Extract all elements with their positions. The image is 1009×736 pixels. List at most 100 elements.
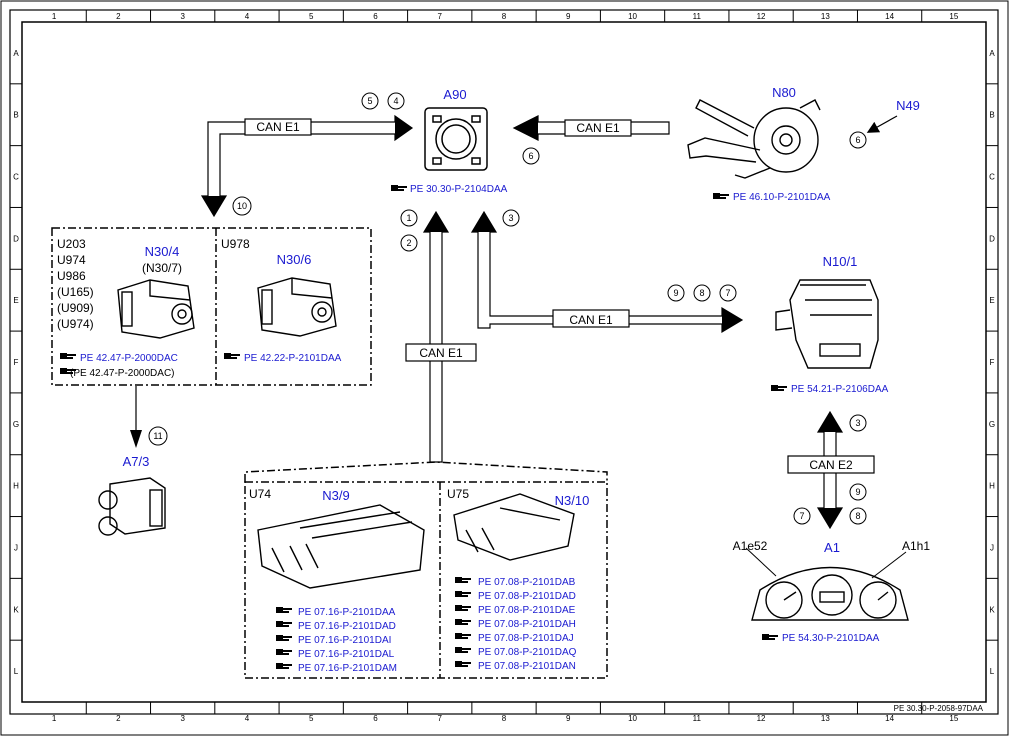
grid-col-bottom-10: 10 <box>628 714 637 723</box>
marker-11: 11 <box>148 426 168 446</box>
grid-col-top-6: 6 <box>373 12 378 21</box>
n3-10-module: U75 N3/10 PE 07.08-P-2101DAB PE 07.08-P-… <box>447 487 589 672</box>
grid-col-bottom-4: 4 <box>245 714 250 723</box>
n3-10-ref-6: PE 07.08-P-2101DAQ <box>478 647 577 658</box>
marker-9: 9 <box>667 284 685 302</box>
marker-6: 6 <box>522 147 540 165</box>
n3-9-variant: U74 <box>249 487 271 501</box>
a7-3-module: A7/3 <box>98 454 166 536</box>
marker-6b: 6 <box>849 131 867 149</box>
n49-label: N49 <box>896 98 920 113</box>
n3-10-variant: U75 <box>447 487 469 501</box>
n3-10-label: N3/10 <box>555 493 590 508</box>
svg-text:5: 5 <box>367 96 372 106</box>
marker-9b: 9 <box>849 483 867 501</box>
n3-9-module: U74 N3/9 PE 07.16-P-2101DAA PE 07.16-P-2… <box>249 487 425 674</box>
grid-col-top-15: 15 <box>949 12 958 21</box>
grid-ticks <box>10 10 998 714</box>
grid-row-left-D: D <box>13 234 19 243</box>
n3-9-label: N3/9 <box>322 488 349 503</box>
can-e1-label-right: CAN E1 <box>569 313 613 327</box>
n30-4-variant-4: (U165) <box>57 285 94 299</box>
n3-group-box <box>244 461 608 679</box>
svg-text:9: 9 <box>855 487 860 497</box>
n3-10-ref-3: PE 07.08-P-2101DAE <box>478 605 576 616</box>
n30-4-ref: PE 42.47-P-2000DAC <box>80 353 178 364</box>
can-e1-label-top-right: CAN E1 <box>576 121 620 135</box>
can-e1-label-center: CAN E1 <box>419 346 463 360</box>
svg-text:7: 7 <box>799 511 804 521</box>
grid-row-right-A: A <box>989 49 995 58</box>
grid-col-top-14: 14 <box>885 12 894 21</box>
n80-module: N80 PE 46.10-P-2101DAA <box>687 85 831 203</box>
grid-col-bottom-13: 13 <box>821 714 830 723</box>
grid-row-right-C: C <box>989 173 995 182</box>
a1h1-label: A1h1 <box>902 539 930 553</box>
n30-4-variant-1: U203 <box>57 237 86 251</box>
grid-col-top-10: 10 <box>628 12 637 21</box>
grid-col-bottom-3: 3 <box>180 714 185 723</box>
grid-col-bottom-8: 8 <box>502 714 507 723</box>
n3-9-ref-4: PE 07.16-P-2101DAL <box>298 649 395 660</box>
n30-7-label: (N30/7) <box>142 261 182 275</box>
svg-text:8: 8 <box>855 511 860 521</box>
n10-1-ref: PE 54.21-P-2106DAA <box>791 384 889 395</box>
grid-row-left-A: A <box>13 49 19 58</box>
n3-9-ref-1: PE 07.16-P-2101DAA <box>298 607 396 618</box>
marker-8: 8 <box>693 284 711 302</box>
grid-row-left-H: H <box>13 482 19 491</box>
grid-row-right-L: L <box>990 667 995 676</box>
n80-label: N80 <box>772 85 796 100</box>
grid-col-top-11: 11 <box>693 12 702 21</box>
svg-text:9: 9 <box>673 288 678 298</box>
grid-col-top-8: 8 <box>502 12 507 21</box>
svg-text:2: 2 <box>406 238 411 248</box>
n3-9-ref-2: PE 07.16-P-2101DAD <box>298 621 396 632</box>
n3-10-ref-2: PE 07.08-P-2101DAD <box>478 591 576 602</box>
grid-col-bottom-1: 1 <box>52 714 57 723</box>
grid-col-bottom-6: 6 <box>373 714 378 723</box>
grid-row-left-K: K <box>13 605 19 614</box>
can-e1-label-top-left: CAN E1 <box>256 120 300 134</box>
grid-col-top-12: 12 <box>757 12 766 21</box>
can-e1-link-n3-a90 <box>405 210 744 463</box>
can-e2-link-n10-a1 <box>787 410 875 530</box>
n30-6-ref: PE 42.22-P-2101DAA <box>244 353 342 364</box>
svg-text:6: 6 <box>528 151 533 161</box>
marker-3b: 3 <box>849 414 867 432</box>
grid-col-bottom-5: 5 <box>309 714 314 723</box>
link-n30-a7-3 <box>130 386 142 448</box>
n10-1-module: N10/1 PE 54.21-P-2106DAA <box>771 254 889 395</box>
n49-pointer <box>866 115 898 133</box>
grid-col-bottom-11: 11 <box>693 714 702 723</box>
marker-3: 3 <box>502 209 520 227</box>
grid-col-bottom-7: 7 <box>438 714 443 723</box>
svg-text:3: 3 <box>855 418 860 428</box>
grid-col-top-2: 2 <box>116 12 121 21</box>
svg-text:3: 3 <box>508 213 513 223</box>
a90-label: A90 <box>443 87 466 102</box>
grid-col-bottom-2: 2 <box>116 714 121 723</box>
n30-4-variant-3: U986 <box>57 269 86 283</box>
can-e1-link-n30-a90 <box>200 114 414 218</box>
document-id: PE 30.30-P-2058-97DAA <box>894 704 984 713</box>
grid-row-left-G: G <box>13 420 19 429</box>
n30-6-label: N30/6 <box>277 252 312 267</box>
n30-4-module: U203 U974 U986 (U165) (U909) (U974) N30/… <box>57 237 195 379</box>
svg-text:6: 6 <box>855 135 860 145</box>
grid-row-left-E: E <box>13 296 18 305</box>
a1-ref: PE 54.30-P-2101DAA <box>782 633 880 644</box>
marker-4: 4 <box>387 92 405 110</box>
marker-8b: 8 <box>849 507 867 525</box>
marker-2: 2 <box>400 234 418 252</box>
marker-5: 5 <box>361 92 379 110</box>
marker-1: 1 <box>400 209 418 227</box>
grid-row-right-H: H <box>989 482 995 491</box>
n3-10-ref-1: PE 07.08-P-2101DAB <box>478 577 576 588</box>
can-e2-label: CAN E2 <box>809 458 853 472</box>
grid-row-right-E: E <box>989 296 994 305</box>
grid-col-top-7: 7 <box>438 12 443 21</box>
